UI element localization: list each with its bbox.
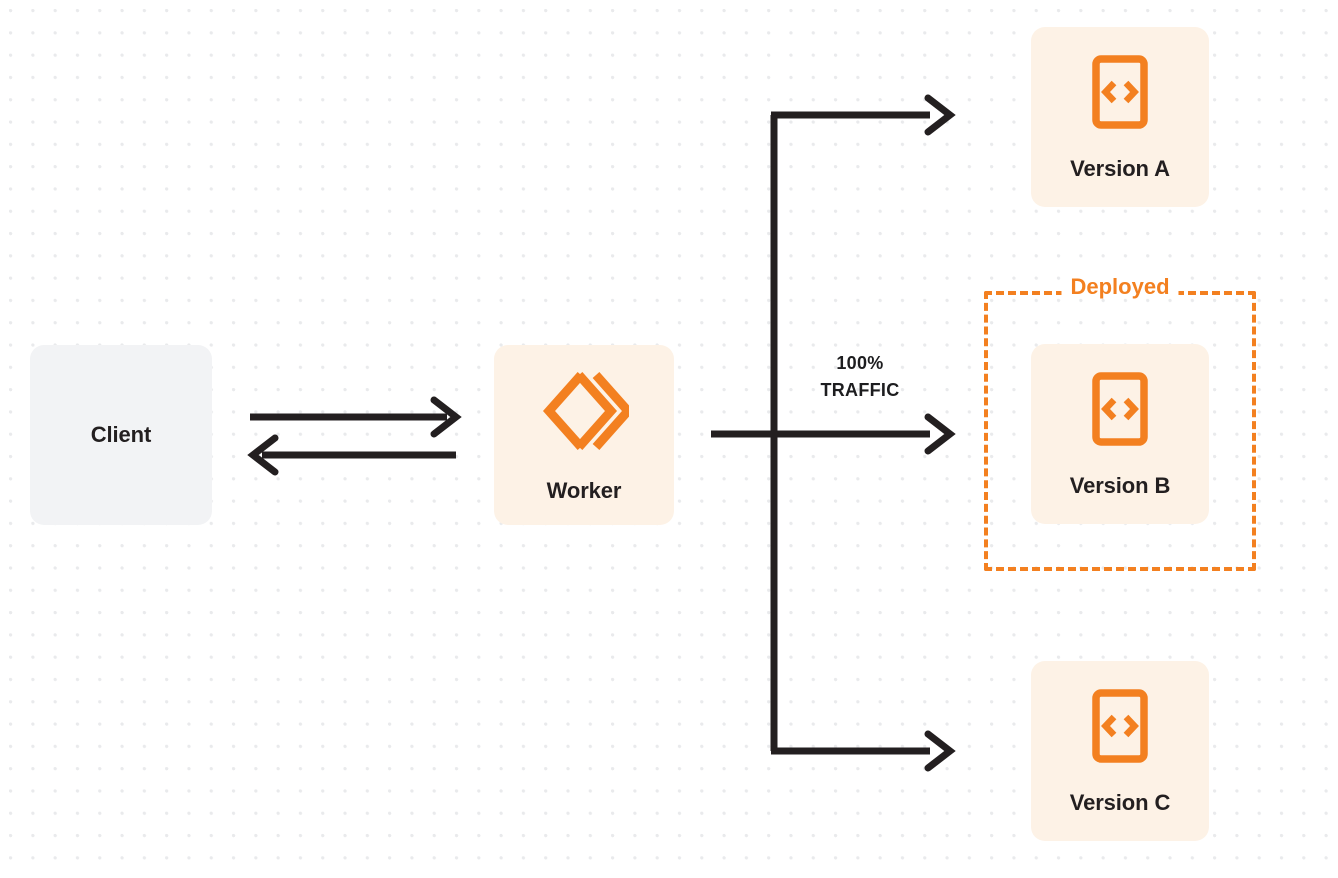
- arrow-worker-to-version-b: [924, 413, 956, 455]
- deployed-group-label: Deployed: [1061, 276, 1179, 298]
- traffic-caption: TRAFFIC: [820, 380, 900, 400]
- client-node[interactable]: Client: [30, 345, 212, 525]
- version-b-label: Version B: [1069, 472, 1171, 498]
- client-label: Client: [90, 422, 152, 447]
- worker-label: Worker: [546, 477, 622, 503]
- version-c-label: Version C: [1069, 789, 1171, 815]
- worker-node[interactable]: Worker: [494, 345, 674, 525]
- traffic-label: 100% TRAFFIC: [787, 350, 933, 404]
- arrow-worker-to-version-a: [771, 94, 956, 136]
- traffic-percent: 100%: [836, 353, 884, 373]
- version-b-node[interactable]: Version B: [1031, 344, 1209, 524]
- version-c-node[interactable]: Version C: [1031, 661, 1209, 841]
- arrow-client-to-worker: [250, 396, 462, 438]
- cloudflare-workers-logo-icon: [539, 369, 635, 458]
- code-file-icon: [1092, 371, 1148, 451]
- traffic-trunk: [711, 115, 930, 751]
- arrow-worker-to-client: [247, 434, 456, 476]
- version-a-node[interactable]: Version A: [1031, 27, 1209, 207]
- code-file-icon: [1092, 54, 1148, 134]
- code-file-icon: [1092, 688, 1148, 768]
- version-a-label: Version A: [1070, 155, 1170, 181]
- deployed-group-frame: Deployed: [984, 276, 1256, 571]
- arrow-worker-to-version-c: [771, 730, 956, 772]
